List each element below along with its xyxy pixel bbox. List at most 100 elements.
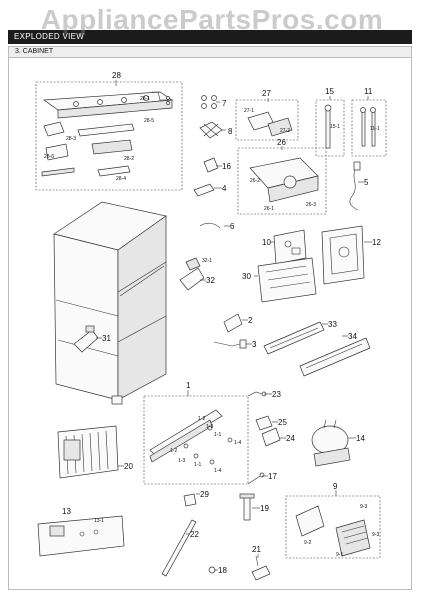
- part-24: [261, 427, 281, 447]
- part-group-26: [237, 147, 327, 215]
- callout-10: 10: [262, 238, 271, 247]
- callout-1-1-a: 1-1: [214, 432, 221, 438]
- part-rod-11: [351, 99, 387, 157]
- part-bracket-4: [193, 183, 215, 197]
- callout-9: 9: [333, 482, 338, 491]
- part-group-27: [235, 99, 299, 141]
- part-2: [223, 313, 243, 333]
- part-clip-8: [199, 121, 223, 139]
- callout-1-4-b: 1-4: [214, 468, 221, 474]
- part-compressor-14: [311, 419, 351, 467]
- part-panel-13: [37, 515, 125, 557]
- callout-6: 6: [230, 222, 235, 231]
- callout-4: 4: [222, 184, 227, 193]
- part-rail-33: [263, 321, 325, 355]
- callout-11: 11: [364, 87, 373, 96]
- callout-19: 19: [260, 504, 269, 513]
- callout-28-5: 28-5: [144, 118, 154, 124]
- part-17: [247, 472, 265, 485]
- part-rail-34: [299, 337, 371, 377]
- callout-27: 27: [262, 89, 271, 98]
- refrigerator-cabinet: [53, 201, 167, 405]
- header-title: EXPLODED VIEW: [14, 32, 85, 41]
- callout-21: 21: [252, 545, 261, 554]
- section-bar: 3. CABINET: [8, 46, 412, 58]
- callout-13-1: 13-1: [94, 518, 104, 524]
- part-21: [251, 555, 271, 581]
- callout-26-2: 26-2: [250, 178, 260, 184]
- part-screws-7: [201, 95, 217, 109]
- callout-13: 13: [62, 507, 71, 516]
- part-hinge-32: [179, 257, 205, 291]
- part-25: [255, 415, 273, 431]
- callout-18: 18: [218, 566, 227, 575]
- callout-20: 20: [124, 462, 133, 471]
- callout-30: 30: [242, 272, 251, 281]
- part-sensor-3: [213, 339, 247, 349]
- part-wire-6: [199, 222, 221, 229]
- callout-9-3-b: 9-3: [372, 532, 379, 538]
- callout-33: 33: [328, 320, 337, 329]
- part-22: [161, 519, 197, 577]
- callout-11-1: 11-1: [370, 126, 380, 132]
- callout-9-2: 9-2: [304, 540, 311, 546]
- callout-24: 24: [286, 434, 295, 443]
- callout-32-1: 32-1: [202, 258, 212, 264]
- callout-1-3-a: 1-3: [206, 424, 213, 430]
- callout-28-1: 28-1: [140, 96, 150, 102]
- callout-28: 28: [112, 71, 121, 80]
- callout-3: 3: [252, 340, 257, 349]
- callout-7: 7: [222, 99, 227, 108]
- callout-17: 17: [268, 472, 277, 481]
- callout-1-3-b: 1-3: [178, 458, 185, 464]
- part-29: [183, 493, 197, 507]
- part-plate-30: [257, 257, 317, 303]
- callout-1-2-a: 1-2: [198, 416, 205, 422]
- callout-12: 12: [372, 238, 381, 247]
- callout-28-2: 28-2: [124, 156, 134, 162]
- callout-28-3: 28-3: [66, 136, 76, 142]
- part-group-9: [285, 495, 381, 559]
- callout-15-1: 15-1: [330, 124, 340, 130]
- callout-1-4-a: 1-4: [234, 440, 241, 446]
- callout-32: 32: [206, 276, 215, 285]
- callout-26: 26: [277, 138, 286, 147]
- callout-15: 15: [325, 87, 334, 96]
- callout-28-6: 28-6: [44, 154, 54, 160]
- part-grille-20: [57, 425, 119, 479]
- part-plate-10: [273, 229, 307, 265]
- callout-34: 34: [348, 332, 357, 341]
- part-panel-12: [321, 225, 365, 285]
- callout-27-1: 27-1: [244, 108, 254, 114]
- callout-29: 29: [200, 490, 209, 499]
- callout-26-1: 26-1: [264, 206, 274, 212]
- callout-28-4: 28-4: [116, 176, 126, 182]
- callout-27-2: 27-2: [280, 128, 290, 134]
- part-group-28: [35, 81, 183, 191]
- part-16: [203, 157, 219, 173]
- callout-1: 1: [186, 381, 191, 390]
- callout-23: 23: [272, 390, 281, 399]
- callout-22: 22: [190, 530, 199, 539]
- diagram-frame: [8, 58, 412, 590]
- callout-25: 25: [278, 418, 287, 427]
- callout-16: 16: [222, 162, 231, 171]
- callout-labels: 28 28-1 28-5 28-3 28-6 28-2 28-4 7 8 27 …: [44, 71, 381, 575]
- part-23: [247, 391, 267, 397]
- callout-5: 5: [364, 178, 369, 187]
- callout-2: 2: [248, 316, 253, 325]
- callout-14: 14: [356, 434, 365, 443]
- header-bar: EXPLODED VIEW: [8, 30, 412, 44]
- leader-lines: [96, 80, 372, 571]
- callout-1-1-b: 1-1: [194, 462, 201, 468]
- callout-8: 8: [228, 127, 233, 136]
- callout-26-3: 26-3: [306, 202, 316, 208]
- callout-9-3: 9-3: [360, 504, 367, 510]
- part-cable-5: [349, 161, 361, 211]
- section-title: 3. CABINET: [15, 48, 54, 55]
- callout-9-1: 9-1: [336, 552, 343, 558]
- callout-1-2-b: 1-2: [170, 448, 177, 454]
- callout-31: 31: [102, 334, 111, 343]
- part-19: [239, 493, 255, 521]
